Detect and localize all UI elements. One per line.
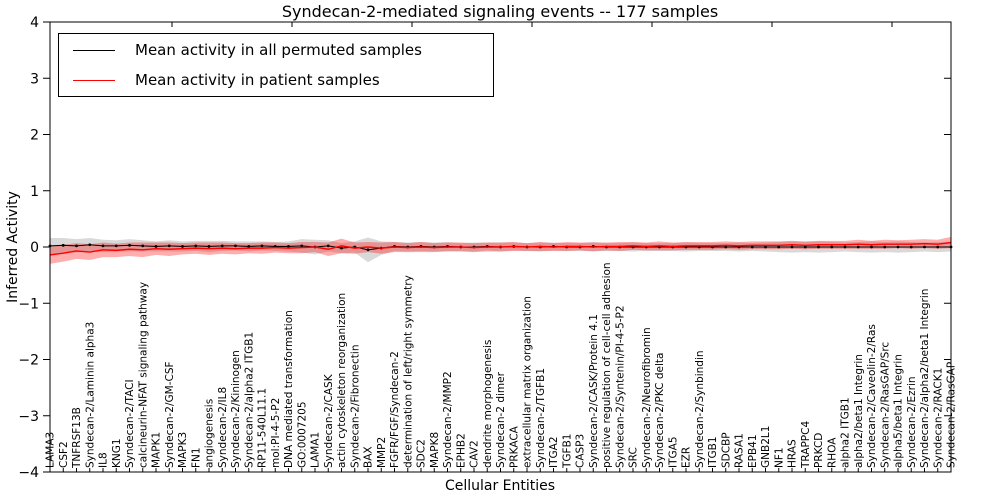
- category-label: positive regulation of cell-cell adhesio…: [601, 262, 613, 468]
- category-label: determination of left/right symmetry: [402, 275, 414, 468]
- category-label: Syndecan-2/RACK1: [932, 368, 944, 468]
- category-label: Syndecan-2/TGFB1: [535, 368, 547, 468]
- category-label: angiogenesis: [204, 399, 216, 468]
- category-label: Syndecan-2/Neurofibromin: [641, 327, 653, 468]
- category-label: SDCBP: [720, 432, 732, 468]
- category-label: Syndecan-2/CASK/Protein 4.1: [588, 314, 600, 468]
- svg-text:3: 3: [30, 71, 39, 87]
- category-label: TGFB1: [561, 434, 573, 469]
- category-label: calcineurin-NFAT signaling pathway: [137, 282, 149, 468]
- svg-text:−1: −1: [18, 296, 39, 312]
- category-label: DNA mediated transformation: [283, 310, 295, 468]
- legend: Mean activity in all permuted samples Me…: [58, 33, 494, 97]
- category-label: extracellular matrix organization: [522, 296, 534, 468]
- category-label: EZR: [681, 447, 693, 468]
- category-label: alpha5/beta1 Integrin: [893, 354, 905, 468]
- category-label: CASP3: [575, 434, 587, 468]
- category-label: GO:0007205: [296, 401, 308, 468]
- svg-text:−4: −4: [18, 465, 39, 481]
- svg-text:1: 1: [30, 184, 39, 200]
- category-label: FN1: [190, 447, 202, 468]
- category-label: Syndecan-2/RasGAP: [946, 362, 958, 468]
- x-axis-label: Cellular Entities: [444, 478, 556, 494]
- category-label: KNG1: [111, 438, 123, 468]
- confidence-bands: [50, 236, 951, 264]
- category-label: IL8: [98, 452, 110, 468]
- category-label: ITGA2: [548, 436, 560, 468]
- category-label: TNFRSF13B: [71, 407, 83, 469]
- category-label: Syndecan-2/Ezrin: [906, 376, 918, 468]
- series-lines: [48, 241, 953, 256]
- category-label: RASA1: [734, 433, 746, 468]
- category-label: Syndecan-2/Laminin alpha3: [84, 322, 96, 468]
- patient-line-swatch: [73, 79, 115, 81]
- category-label: Syndecan-2/RasGAP/Src: [879, 342, 891, 468]
- svg-text:2: 2: [30, 128, 39, 144]
- category-label: actin cytoskeleton reorganization: [336, 293, 348, 468]
- category-label: LAMA3: [45, 432, 57, 468]
- category-label: BAX: [363, 446, 375, 468]
- category-label: Syndecan-2/Fibronectin: [349, 345, 361, 468]
- top-ticks: [171, 22, 893, 27]
- svg-text:4: 4: [30, 15, 39, 31]
- legend-label-permuted: Mean activity in all permuted samples: [135, 41, 422, 59]
- category-label: CSF2: [58, 441, 70, 468]
- category-label: ITGB1: [707, 436, 719, 468]
- category-label: PRKCD: [813, 433, 825, 468]
- category-label: Syndecan-2/Kininogen: [230, 350, 242, 468]
- category-label: MAPK8: [429, 432, 441, 468]
- category-label: Syndecan-2/GM-CSF: [164, 361, 176, 468]
- category-label: Syndecan-2/TACI: [124, 379, 136, 468]
- category-label: Syndecan-2/Caveolin-2/Ras: [866, 324, 878, 468]
- category-label: MMP2: [376, 437, 388, 468]
- chart-title: Syndecan-2-mediated signaling events -- …: [281, 2, 719, 21]
- category-label: Syndecan-2/alpha2 ITGB1: [243, 332, 255, 468]
- category-label: Syndecan-2/alpha2/beta1 Integrin: [919, 289, 931, 468]
- category-label: GNB2L1: [760, 426, 772, 468]
- x-ticks: [49, 468, 952, 472]
- category-label: RHOA: [826, 437, 838, 468]
- category-label: PRKACA: [508, 425, 520, 468]
- category-label: MAPK1: [151, 432, 163, 468]
- category-label: SRC: [628, 447, 640, 468]
- legend-label-patient: Mean activity in patient samples: [135, 71, 380, 89]
- category-label: FGFR/FGF/Syndecan-2: [389, 351, 401, 468]
- legend-item-permuted: Mean activity in all permuted samples: [59, 37, 493, 63]
- category-label: SDC2: [416, 439, 428, 468]
- y-axis-label: Inferred Activity: [5, 191, 21, 303]
- category-label: HRAS: [787, 439, 799, 468]
- svg-text:0: 0: [30, 240, 39, 256]
- category-label: mol:PI-4-5-P2: [270, 398, 282, 468]
- permuted-line-swatch: [73, 49, 115, 51]
- category-label: TRAPPC4: [800, 421, 812, 469]
- category-label: EPB41: [747, 434, 759, 468]
- category-label: alpha2 ITGB1: [840, 397, 852, 468]
- category-label: Syndecan-2/PKC delta: [654, 353, 666, 468]
- category-label: MAPK3: [177, 432, 189, 468]
- category-label: CAV2: [469, 440, 481, 468]
- category-label: dendrite morphogenesis: [482, 340, 494, 468]
- category-label: Syndecan-2/CASK: [323, 373, 335, 468]
- category-label: Syndecan-2/IL8: [217, 387, 229, 468]
- category-label: Syndecan-2/Synbindin: [694, 350, 706, 468]
- category-label: alpha2/beta1 Integrin: [853, 354, 865, 468]
- category-label: LAMA1: [310, 432, 322, 468]
- category-label: ITGA5: [667, 436, 679, 468]
- category-label: Syndecan-2/Syntenin/PI-4-5-P2: [614, 305, 626, 468]
- category-label: Syndecan-2 dimer: [495, 371, 507, 468]
- svg-text:−3: −3: [18, 409, 39, 425]
- category-label: Syndecan-2/MMP2: [442, 371, 454, 468]
- svg-text:−2: −2: [18, 353, 39, 369]
- category-label: NF1: [773, 447, 785, 468]
- legend-item-patient: Mean activity in patient samples: [59, 67, 493, 93]
- category-label: RP11-540L11.1: [257, 388, 269, 468]
- category-label: EPHB2: [455, 433, 467, 468]
- y-ticks: 4 3 2 1 0 −1 −2 −3 −4: [18, 15, 951, 481]
